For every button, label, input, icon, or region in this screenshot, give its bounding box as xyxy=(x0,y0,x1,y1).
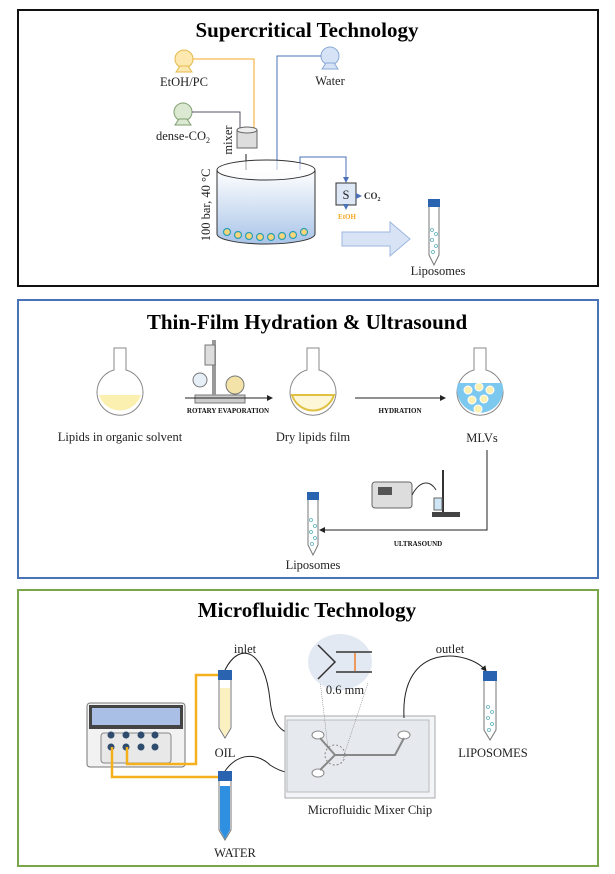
oil-tube-icon xyxy=(218,670,232,739)
inlet-label: inlet xyxy=(234,642,257,656)
panel-microfluidic: Microfluidic Technology OIL WATER inlet xyxy=(17,589,599,867)
flask-mlvs-icon xyxy=(456,347,504,416)
channel-zoom-inset xyxy=(308,634,372,690)
ethanol-pump-icon xyxy=(174,49,194,73)
co2-out-label: CO2 xyxy=(364,191,381,203)
water-label: Water xyxy=(315,74,345,88)
mixer-icon xyxy=(236,126,258,149)
separator-label: S xyxy=(343,188,350,202)
water-line xyxy=(274,55,321,201)
dense-co2-label: dense-CO2 xyxy=(156,129,210,145)
water-label: WATER xyxy=(214,846,256,860)
mixer-label: mixer xyxy=(221,125,235,155)
ethanol-line xyxy=(193,58,257,141)
oil-label: OIL xyxy=(215,746,236,760)
outlet-label: outlet xyxy=(436,642,465,656)
process-arrow xyxy=(341,220,411,258)
channel-width-label: 0.6 mm xyxy=(326,683,364,697)
etoh-out-label: EtOH xyxy=(338,213,356,221)
liposomes-label: Liposomes xyxy=(286,558,341,572)
ethanol-pc-label: EtOH/PC xyxy=(160,75,208,89)
chip-label: Microfluidic Mixer Chip xyxy=(308,803,432,817)
co2-pump-icon xyxy=(173,102,193,126)
water-pump-icon xyxy=(320,46,340,70)
panel-title: Supercritical Technology xyxy=(195,18,419,42)
water-tubing xyxy=(110,747,218,779)
water-tube-icon xyxy=(218,771,232,841)
liposome-tube-icon xyxy=(428,199,440,267)
step3-label: MLVs xyxy=(466,431,498,445)
liposomes-label: Liposomes xyxy=(411,264,466,278)
hydration-label: HYDRATION xyxy=(378,407,421,415)
flask-lipids-icon xyxy=(96,347,144,416)
step2-label: Dry lipids film xyxy=(276,430,351,444)
flask-dry-film-icon xyxy=(289,347,337,416)
conditions-label: 100 bar, 40 °C xyxy=(199,169,213,242)
syringe-pump-device-icon xyxy=(86,702,186,768)
panel-title: Microfluidic Technology xyxy=(198,598,417,622)
microfluidic-chip xyxy=(284,715,436,799)
rotary-evaporation-label: ROTARY EVAPORATION xyxy=(187,407,269,415)
panel-title: Thin-Film Hydration & Ultrasound xyxy=(147,310,468,334)
reactor-vessel xyxy=(216,159,316,245)
panel-supercritical: Supercritical Technology EtOH/PC Water d… xyxy=(17,9,599,287)
sonicator-icon xyxy=(371,470,460,517)
step1-label: Lipids in organic solvent xyxy=(58,430,183,444)
panel-thin-film: Thin-Film Hydration & Ultrasound Lipids … xyxy=(17,299,599,579)
liposome-tube-icon xyxy=(483,671,497,741)
ultrasound-label: ULTRASOUND xyxy=(394,540,442,548)
liposome-tube-icon xyxy=(307,492,319,557)
liposomes-label: LIPOSOMES xyxy=(458,746,528,760)
rotary-evaporator-icon xyxy=(192,340,246,404)
oil-tubing xyxy=(125,673,218,766)
